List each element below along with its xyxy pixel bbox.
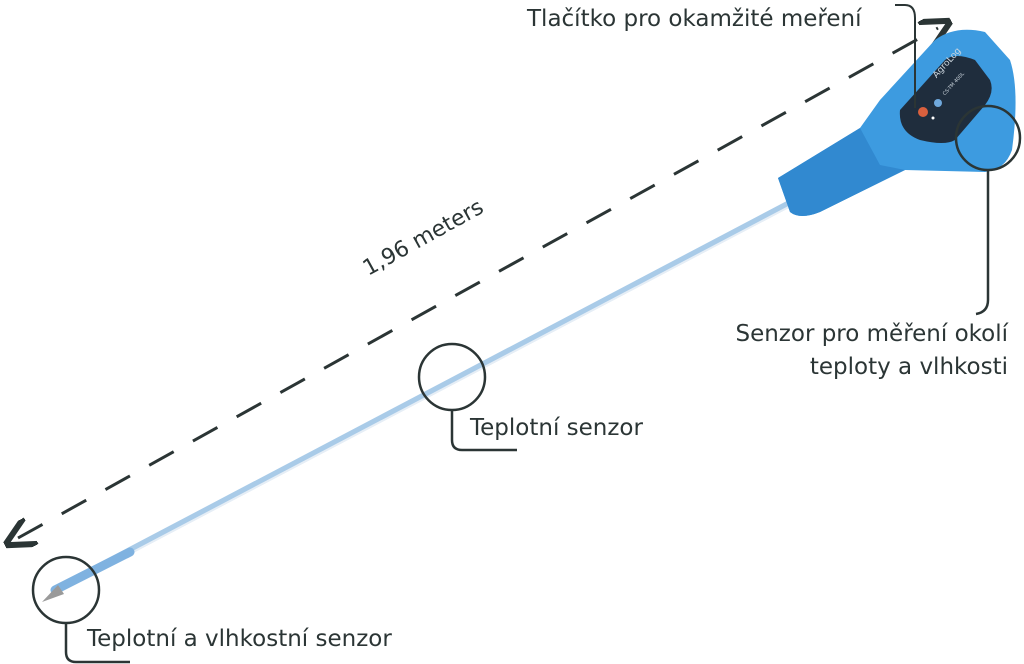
control-panel: [899, 56, 992, 143]
measure-button-label: Tlačítko pro okamžité meření: [527, 6, 862, 32]
ambient-sensor-label-line2: teploty a vlhkosti: [809, 354, 1008, 380]
handheld-device: [778, 29, 1016, 216]
tip-sensor-label: Teplotní a vlhkostní senzor: [87, 626, 392, 652]
measure-button: [918, 107, 928, 117]
probe-tip: [42, 585, 64, 602]
indicator-light: [934, 99, 942, 107]
ambient-sensor-label-line1: Senzor pro měření okolí: [735, 321, 1008, 347]
length-dimension-line: [18, 28, 938, 538]
probe-rod: [42, 194, 804, 602]
tip-sensor-callout: [31, 555, 101, 625]
temp-sensor-callout: [417, 342, 487, 412]
ambient-sensor-label: Senzor pro měření okolí teploty a vlhkos…: [735, 318, 1008, 384]
temp-sensor-label: Teplotní senzor: [470, 415, 643, 441]
button-leader: [895, 4, 916, 108]
